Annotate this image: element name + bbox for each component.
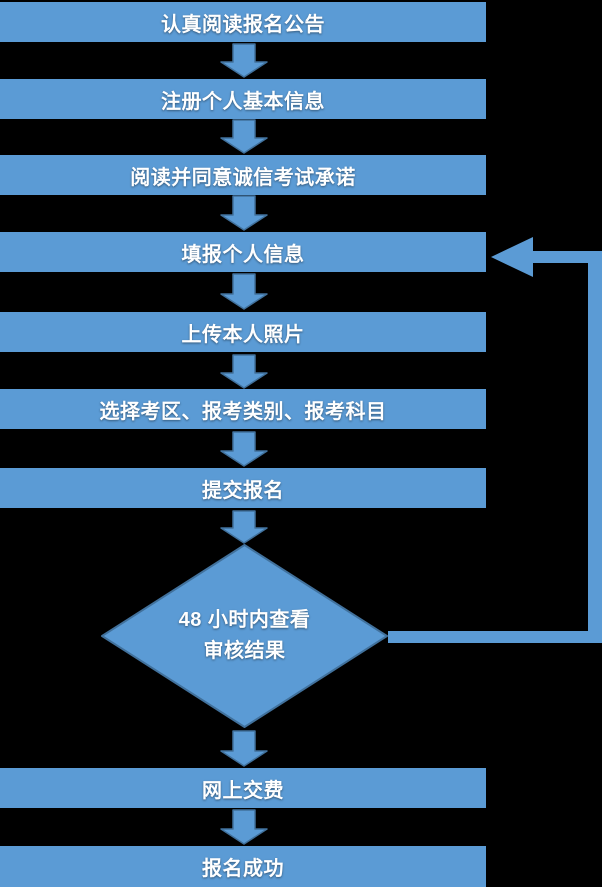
loop-line-right: [588, 251, 602, 643]
decision-label: 48 小时内查看 审核结果: [102, 545, 387, 727]
step-label: 网上交费: [202, 779, 284, 802]
step-box-fill-personal-info: 填报个人信息: [0, 232, 486, 272]
down-arrow-icon-8: [220, 730, 268, 767]
return-arrowhead-icon: [491, 237, 533, 277]
step-label: 提交报名: [202, 479, 284, 502]
down-arrow-icon-5: [220, 354, 268, 389]
step-label: 阅读并同意诚信考试承诺: [130, 166, 356, 189]
step-box-select-exam-options: 选择考区、报考类别、报考科目: [0, 389, 486, 429]
step-box-registration-success: 报名成功: [0, 846, 486, 887]
down-arrow-icon-6: [220, 431, 268, 467]
step-box-submit-registration: 提交报名: [0, 468, 486, 508]
step-box-read-announcement: 认真阅读报名公告: [0, 2, 486, 42]
step-box-agree-integrity-pledge: 阅读并同意诚信考试承诺: [0, 155, 486, 195]
decision-label-line1: 48 小时内查看: [178, 609, 311, 631]
step-label: 上传本人照片: [181, 323, 305, 346]
down-arrow-icon-9: [220, 809, 268, 845]
step-label: 注册个人基本信息: [161, 90, 325, 113]
step-label: 认真阅读报名公告: [161, 13, 325, 36]
decision-diamond-shape: [101, 544, 388, 728]
down-arrow-icon-1: [220, 43, 268, 78]
step-label: 报名成功: [202, 858, 284, 880]
down-arrow-icon-7: [220, 510, 268, 544]
down-arrow-icon-3: [220, 195, 268, 231]
loop-line-top: [533, 251, 602, 263]
step-label: 填报个人信息: [181, 243, 305, 266]
decision-label-line2: 审核结果: [203, 640, 286, 662]
down-arrow-icon-4: [220, 273, 268, 310]
down-arrow-icon-2: [220, 119, 268, 154]
loop-line-bottom: [388, 631, 602, 643]
step-box-pay-online: 网上交费: [0, 768, 486, 808]
step-label: 选择考区、报考类别、报考科目: [99, 400, 387, 423]
step-box-upload-photo: 上传本人照片: [0, 312, 486, 352]
step-box-register-basic-info: 注册个人基本信息: [0, 79, 486, 119]
